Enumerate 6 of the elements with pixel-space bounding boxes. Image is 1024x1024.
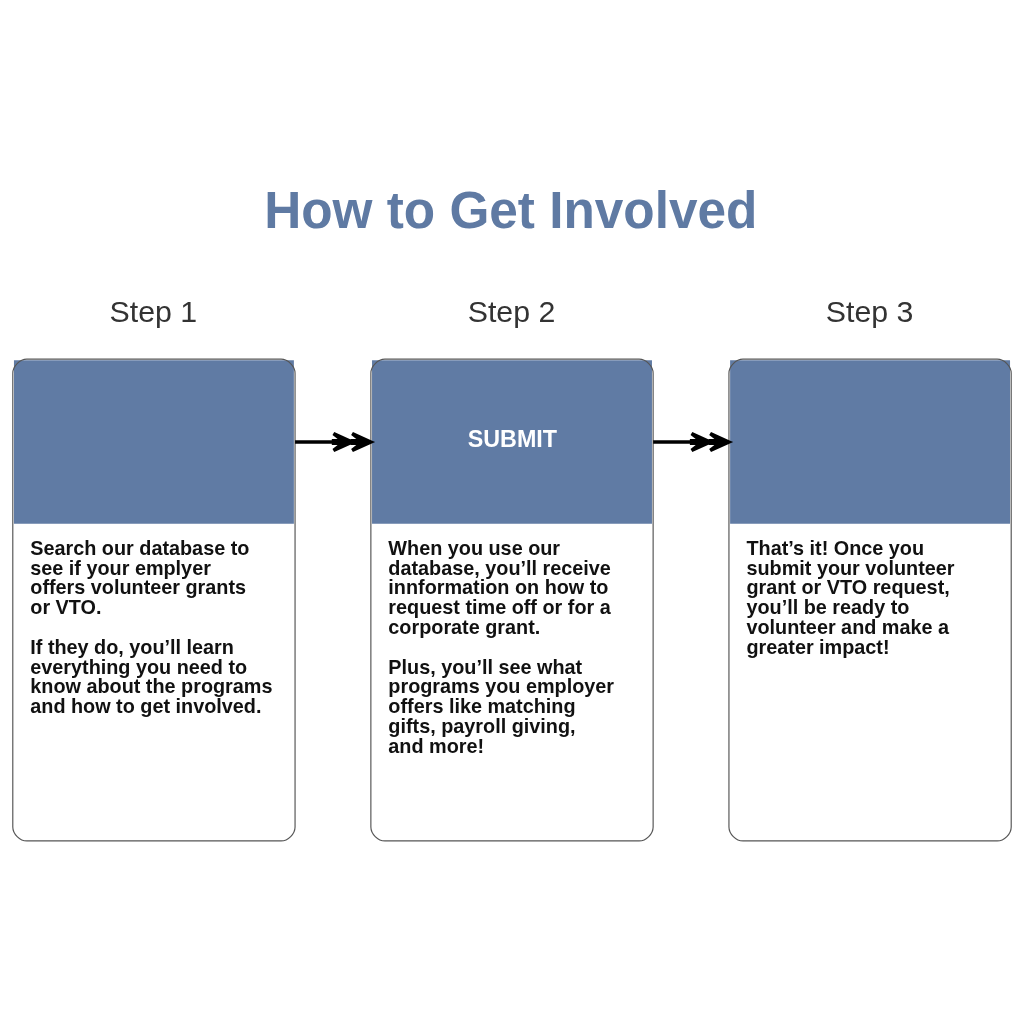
node-label: Step 2: [467, 294, 556, 328]
arrow: [295, 431, 373, 453]
diagram-title: How to Get Involved: [264, 182, 758, 240]
node-label: Step 3: [825, 294, 914, 328]
node-label: Step 1: [109, 294, 198, 328]
arrow: [653, 431, 731, 453]
